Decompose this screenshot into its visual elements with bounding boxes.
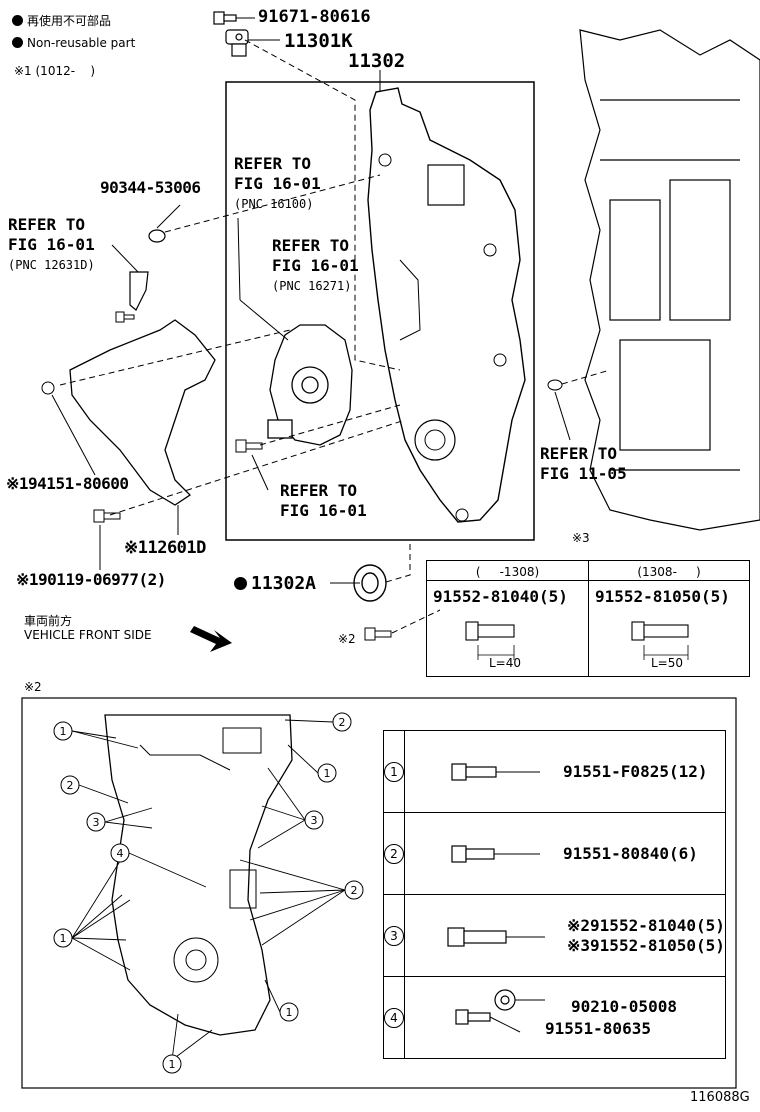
filled-dot-icon xyxy=(12,15,23,26)
part-number-90119: ※190119-06977(2) xyxy=(16,570,166,589)
callout-number: 4 xyxy=(384,1008,404,1028)
note2-section-frame xyxy=(21,697,737,1089)
callout-number: 1 xyxy=(384,762,404,782)
legend-non-reusable-jp: 再使用不可部品 xyxy=(12,12,111,29)
filled-dot-icon xyxy=(12,37,23,48)
part-number: ※291552-81040(5) xyxy=(567,915,725,935)
part-number: 91551-80840(6) xyxy=(563,844,698,863)
note3-col1-cell: 91552-81040(5) L=40 xyxy=(426,580,589,677)
timing-chain-cover-11302 xyxy=(367,87,526,523)
seal-90344-icon xyxy=(148,229,166,243)
callout-number: 3 xyxy=(384,926,404,946)
note2-bolt-label: ※2 xyxy=(338,632,356,646)
svg-text:2: 2 xyxy=(339,716,346,729)
table-row: 2 91551-80840(6) xyxy=(383,812,726,895)
bolt-map-callout-labels: 1 2 1 2 3 3 4 2 1 1 1 xyxy=(60,716,358,1071)
water-pump-icon xyxy=(267,324,353,446)
note2-bolt-table: 1 91551-F0825(12) 2 91551-80840(6) 3 ※29… xyxy=(383,730,726,1059)
svg-text:4: 4 xyxy=(117,847,124,860)
legend-note1: ※1 (1012- ) xyxy=(14,64,95,78)
part-number-11302a: 11302A xyxy=(234,573,316,594)
bolt-map-leaders xyxy=(71,719,346,1061)
vehicle-front-jp: 車両前方 xyxy=(24,614,73,628)
bracket-icon xyxy=(129,271,149,311)
svg-text:1: 1 xyxy=(60,932,67,945)
refer-to-fig-16-01-pnc-16100: REFER TO FIG 16-01 (PNC 16100) xyxy=(234,154,321,211)
part-number: 90210-05008 xyxy=(571,996,677,1016)
bolt-small-icon xyxy=(115,311,135,323)
sensor-11301k-icon xyxy=(225,29,249,57)
leader-lines xyxy=(51,17,571,584)
figure-id: 116088G xyxy=(690,1090,750,1105)
bolt-91671-icon xyxy=(213,11,237,25)
svg-text:2: 2 xyxy=(67,779,74,792)
svg-text:3: 3 xyxy=(93,816,100,829)
table-row: 1 91551-F0825(12) xyxy=(383,730,726,813)
note3-col2-cell: 91552-81050(5) L=50 xyxy=(588,580,750,677)
part-number-91671: 91671-80616 xyxy=(258,7,371,27)
part-number: 91551-F0825(12) xyxy=(563,762,708,781)
svg-text:2: 2 xyxy=(351,884,358,897)
svg-text:1: 1 xyxy=(60,725,67,738)
bolt-small-icon xyxy=(235,439,263,453)
refer-to-fig-16-01-pnc-16271: REFER TO FIG 16-01 (PNC 16271) xyxy=(272,236,359,293)
bolt-note2-icon xyxy=(364,627,392,641)
note3-bolt-table: ( -1308) (1308- ) 91552-81040(5) L=40 91… xyxy=(426,560,750,677)
insulator-94151-icon xyxy=(69,319,216,506)
engine-block-icon xyxy=(579,29,760,531)
note3-label: ※3 xyxy=(572,531,590,545)
svg-text:1: 1 xyxy=(286,1006,293,1019)
vehicle-front-arrow-icon xyxy=(190,626,232,652)
o-ring-icon xyxy=(547,379,563,391)
legend-non-reusable-en: Non-reusable part xyxy=(12,36,135,50)
part-number-90344: 90344-53006 xyxy=(100,178,201,197)
part-number-11301k: 11301K xyxy=(284,30,353,52)
part-number-11302: 11302 xyxy=(348,50,406,72)
svg-text:1: 1 xyxy=(324,767,331,780)
vehicle-front-en: VEHICLE FRONT SIDE xyxy=(24,628,152,642)
part-number-94151: ※194151-80600 xyxy=(6,474,129,493)
timing-cover-bolt-map xyxy=(104,714,293,1036)
part-number: 91551-80635 xyxy=(545,1018,651,1038)
refer-to-fig-16-01-pnc-12631d: REFER TO FIG 16-01 (PNC 12631D) xyxy=(8,215,95,272)
bolt-90119-icon xyxy=(93,509,121,523)
note3-col1-header: ( -1308) xyxy=(426,560,589,581)
part-number: ※391552-81050(5) xyxy=(567,935,725,955)
filled-dot-icon xyxy=(234,577,247,590)
refer-to-fig-16-01: REFER TO FIG 16-01 xyxy=(280,481,367,520)
note3-col2-header: (1308- ) xyxy=(588,560,750,581)
callout-number: 2 xyxy=(384,844,404,864)
bolt-map-callouts xyxy=(53,712,364,1074)
table-row: 4 90210-05008 91551-80635 xyxy=(383,976,726,1059)
refer-to-fig-11-05: REFER TO FIG 11-05 xyxy=(540,444,627,483)
bolt-small-icon xyxy=(41,381,55,395)
svg-text:1: 1 xyxy=(169,1058,176,1071)
note2-section-label: ※2 xyxy=(24,680,42,694)
table-row: 3 ※291552-81040(5) ※391552-81050(5) xyxy=(383,894,726,977)
svg-text:3: 3 xyxy=(311,814,318,827)
part-number-12601d: ※112601D xyxy=(124,538,206,558)
